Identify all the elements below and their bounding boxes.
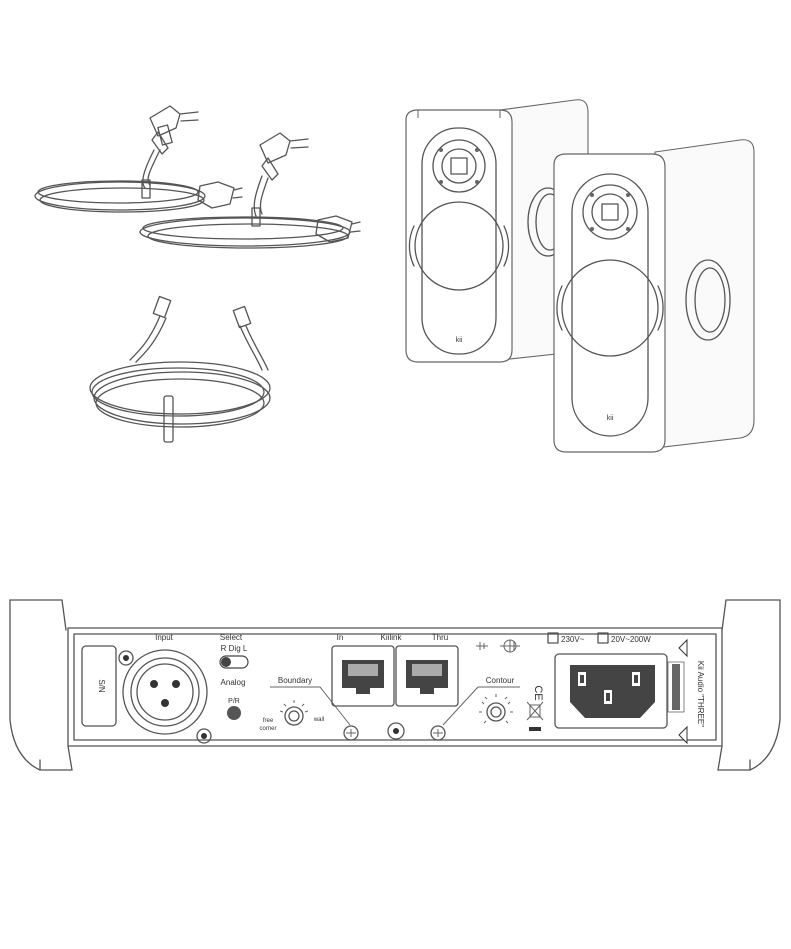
boundary-label: Boundary — [278, 676, 312, 685]
pr-button[interactable] — [227, 706, 241, 720]
power-cable-2 — [139, 132, 361, 249]
brand-label: Kii Audio "THREE" — [696, 661, 705, 727]
speaker-badge: kii — [456, 337, 463, 344]
thru-label: Thru — [432, 633, 448, 642]
iec-power-inlet[interactable] — [554, 653, 668, 729]
serial-label: S/N — [97, 679, 106, 693]
speaker-right: kii — [553, 139, 755, 453]
speaker-badge: kii — [607, 415, 614, 422]
voltage-checkbox-230[interactable] — [547, 632, 559, 644]
boundary-corner-label: corner — [259, 726, 276, 732]
kiilink-center-port[interactable] — [387, 722, 405, 740]
boundary-free-label: free — [263, 718, 274, 724]
voltage-checkbox-power[interactable] — [597, 632, 609, 644]
kiilink-in-port[interactable] — [331, 645, 395, 707]
xlr-input-connector — [118, 649, 212, 744]
input-label: Input — [155, 633, 174, 642]
kiilink-thru-port[interactable] — [395, 645, 459, 707]
select-label: Select — [220, 633, 243, 642]
fuse-symbol — [476, 639, 520, 653]
rear-panel: S/N Input Select R Dig L Analog P/R Boun… — [9, 599, 781, 771]
boundary-port[interactable] — [343, 725, 359, 741]
contour-knob[interactable] — [479, 694, 513, 724]
pr-label: P/R — [228, 698, 240, 705]
warning-triangle-icon — [678, 638, 688, 658]
contour-port[interactable] — [430, 725, 446, 741]
boundary-wall-label: wall — [313, 717, 324, 723]
in-label: In — [337, 633, 344, 642]
weee-bin-icon — [526, 701, 544, 721]
voltage-label: 230V~ — [561, 635, 585, 644]
serial-plate — [81, 645, 117, 727]
boundary-knob[interactable] — [279, 700, 309, 726]
select-options: R Dig L — [221, 644, 248, 653]
input-select-switch[interactable] — [219, 655, 249, 669]
ce-mark: CE — [532, 685, 544, 700]
power-cable-1 — [34, 105, 243, 213]
warning-triangle-icon — [678, 725, 688, 745]
power-label: 20V~200W — [611, 635, 651, 644]
analog-label: Analog — [221, 678, 246, 687]
kiilink-label: Kiilink — [381, 633, 403, 642]
weee-bar — [529, 727, 541, 731]
network-cable — [89, 295, 271, 443]
contour-label: Contour — [486, 676, 515, 685]
